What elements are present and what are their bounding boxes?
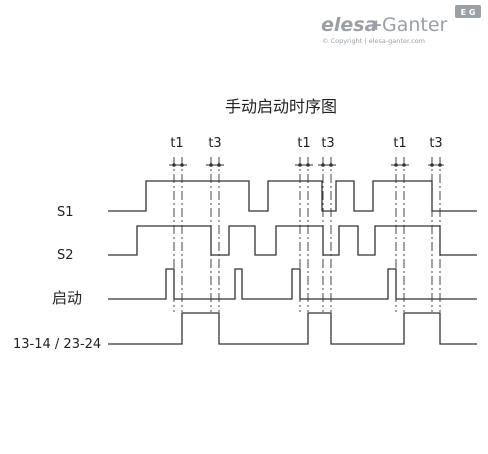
interval-markers <box>169 163 444 167</box>
timing-label-t3-a: t3 <box>208 136 221 151</box>
signal-label-output: 13-14 / 23-24 <box>13 337 101 352</box>
logo-ganter: Ganter <box>382 14 448 36</box>
brand-logo: elesa + Ganter E G © Copyright | elesa-g… <box>321 5 481 45</box>
diagram-title: 手动启动时序图 <box>225 97 337 116</box>
timing-label-t3-c: t3 <box>429 136 442 151</box>
logo-elesa: elesa <box>321 14 377 36</box>
timing-label-t3-b: t3 <box>321 136 334 151</box>
waveform-s2 <box>108 225 477 256</box>
waveform-output <box>108 312 477 345</box>
signal-label-s1: S1 <box>57 205 74 220</box>
guide-lines <box>173 157 441 312</box>
timing-label-t1-c: t1 <box>393 136 406 151</box>
timing-label-t1-b: t1 <box>297 136 310 151</box>
waveform-s1 <box>108 180 477 212</box>
copyright-text: © Copyright | elesa-ganter.com <box>322 37 425 45</box>
logo-badge: E G <box>461 8 476 17</box>
waveform-start <box>108 268 477 300</box>
signal-label-s2: S2 <box>57 248 74 263</box>
waveforms <box>108 180 477 345</box>
signal-label-start: 启动 <box>52 289 82 307</box>
logo-badge-box <box>455 5 481 18</box>
timing-label-t1-a: t1 <box>170 136 183 151</box>
timing-labels: t1 t3 t1 t3 t1 t3 <box>170 136 442 151</box>
logo-plus: + <box>370 16 383 34</box>
signal-labels: S1 S2 启动 13-14 / 23-24 <box>13 205 101 352</box>
